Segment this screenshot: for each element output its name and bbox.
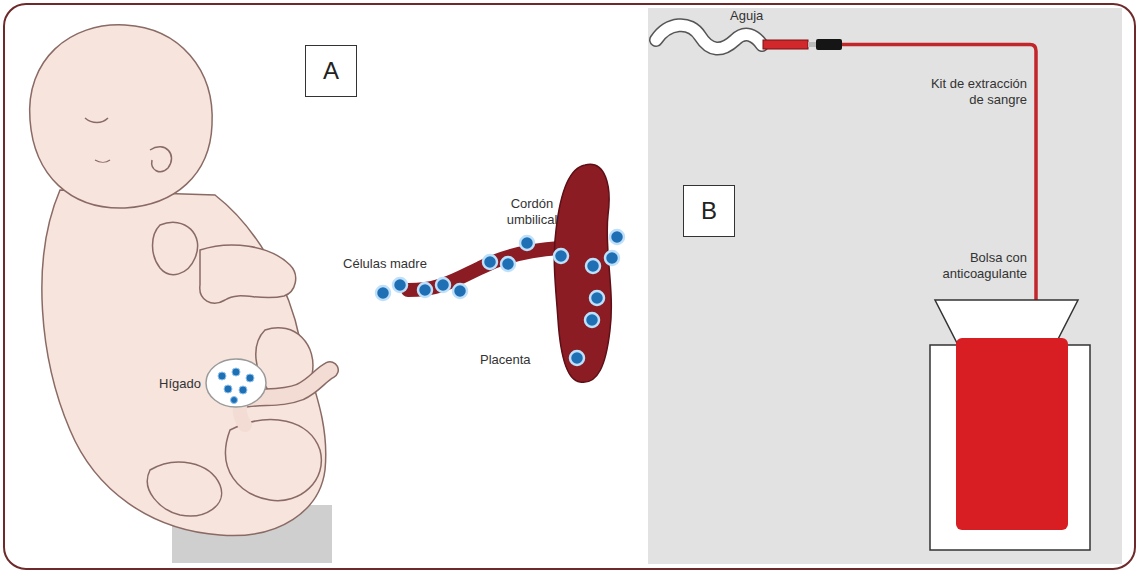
liver-cells — [218, 368, 254, 404]
connector — [816, 39, 842, 50]
bag-label: Bolsa con anticoagulante — [915, 250, 1027, 281]
fetus-head — [30, 25, 213, 208]
fetus-hand — [153, 222, 198, 274]
fetus-ear — [150, 147, 172, 172]
needle-label: Aguja — [730, 8, 763, 24]
needle-tube-outline — [656, 25, 762, 48]
fetus-foot — [147, 462, 221, 516]
panel-letter: A — [323, 57, 339, 85]
liver-label: Hígado — [157, 376, 203, 392]
panel-letter-box: A — [305, 45, 357, 97]
panel-letter-box: B — [683, 185, 735, 237]
stem-cells — [376, 230, 624, 365]
grey-panel — [648, 8, 1122, 564]
needle-hub — [763, 40, 808, 49]
cord-segment — [408, 248, 560, 290]
fetus-arm — [200, 245, 296, 303]
panel-letter: B — [701, 197, 717, 225]
blood-kit-label: Kit de extracción de sangre — [915, 76, 1027, 107]
stem-cells-label: Células madre — [330, 256, 440, 272]
fetus-leg — [226, 420, 322, 501]
frame — [4, 4, 1135, 569]
placenta — [554, 164, 611, 382]
needle-tube — [656, 25, 762, 48]
placenta-label: Placenta — [480, 352, 531, 368]
fetus — [30, 25, 326, 536]
umbilical-cord-label: Cordón umbilical — [497, 196, 567, 227]
fetus-body — [42, 190, 326, 536]
liver — [206, 359, 266, 407]
blood — [956, 338, 1068, 530]
